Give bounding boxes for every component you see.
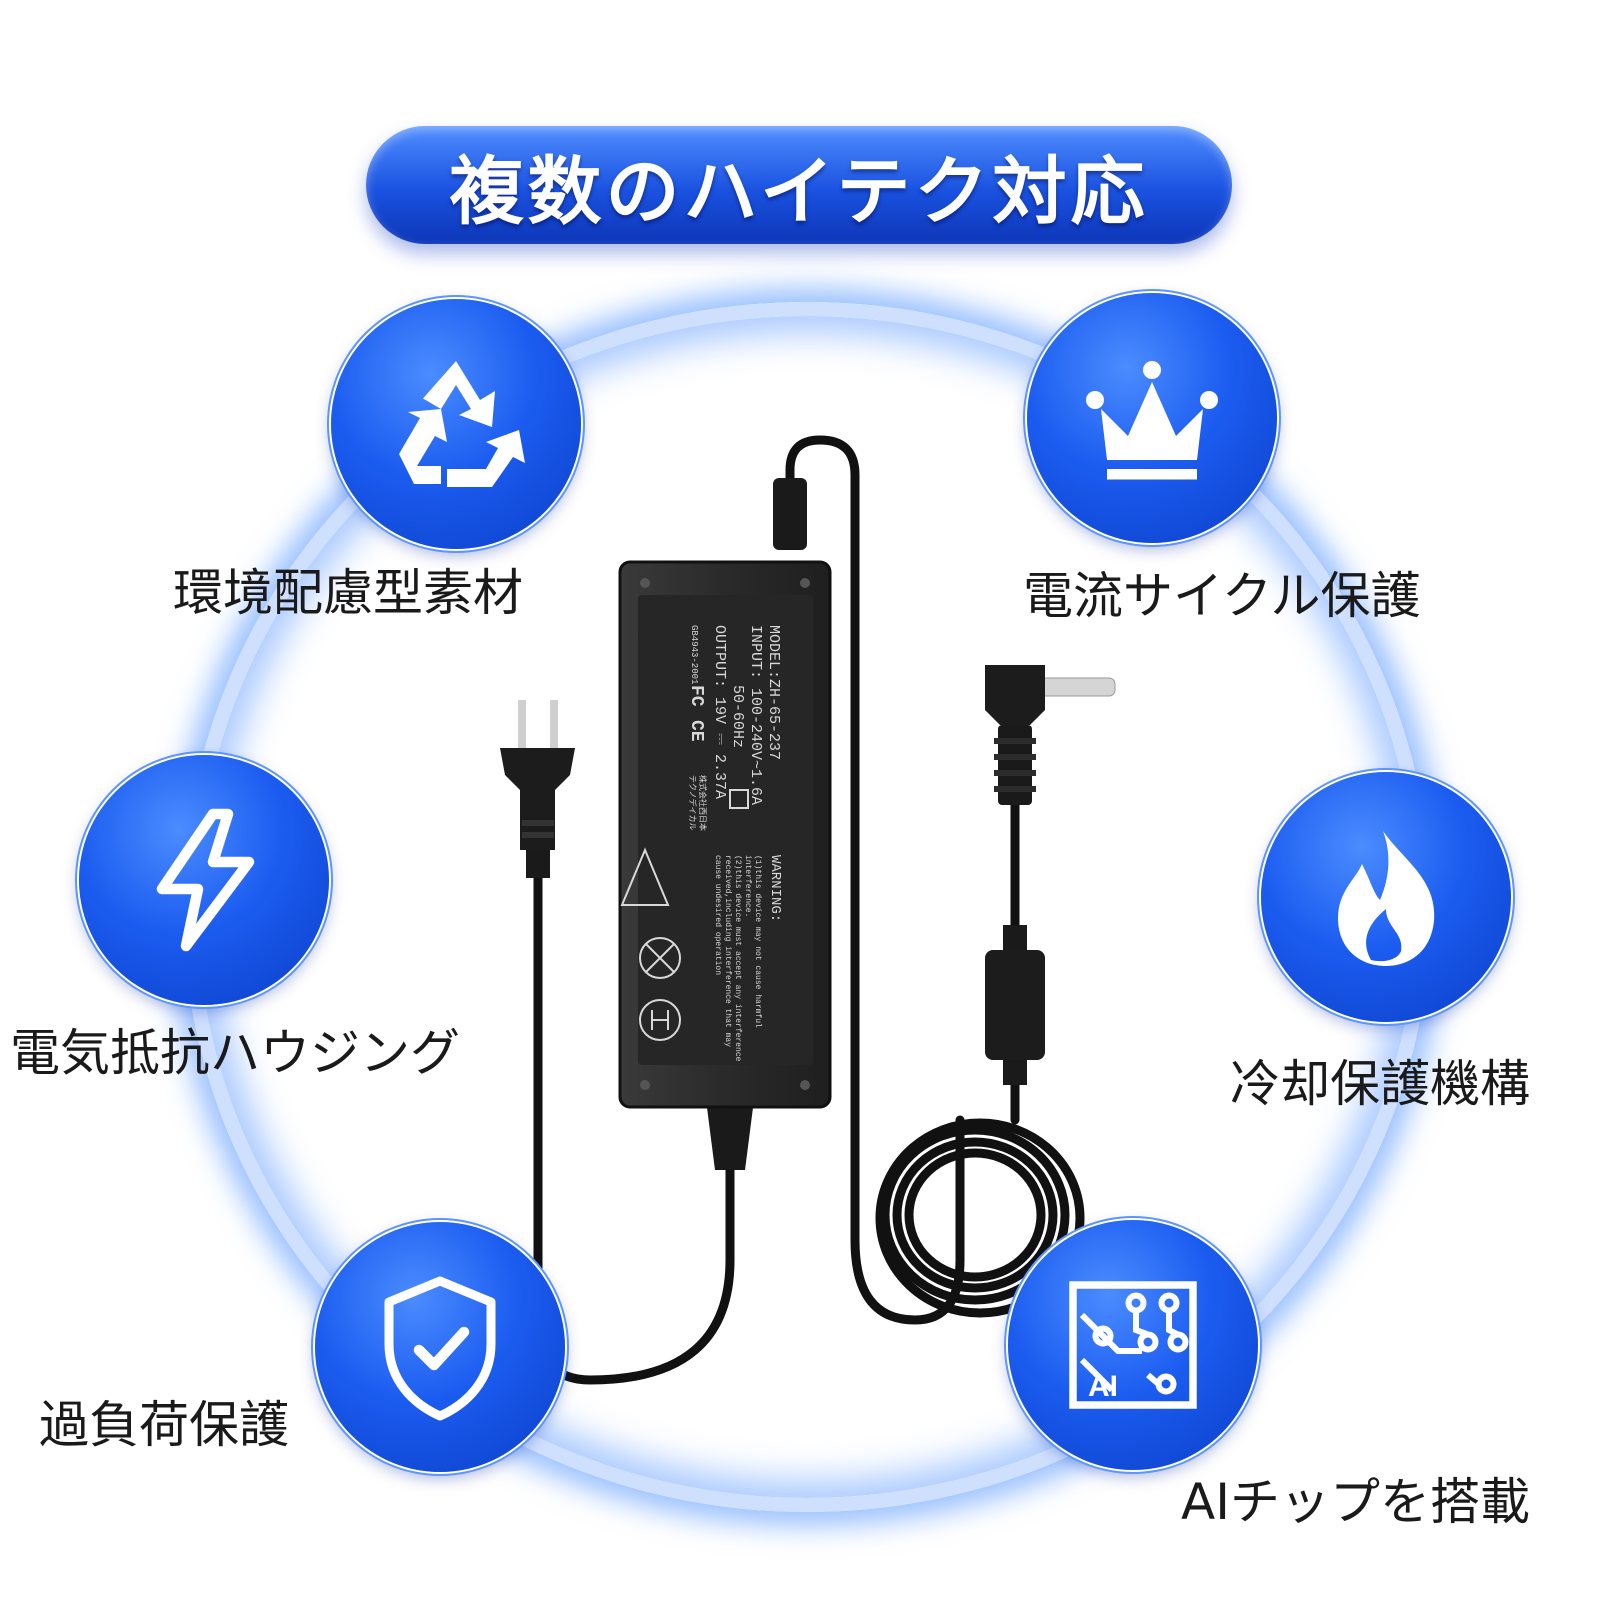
ai-chip-icon: AI [1069, 1281, 1197, 1409]
lightning-icon [156, 808, 255, 952]
label-ce-mark: CE [686, 720, 706, 742]
feature-label-current-cycle-protection: 電流サイクル保護 [1023, 567, 1421, 625]
feature-current-cycle-protection [1027, 293, 1277, 543]
feature-eco-material [331, 299, 581, 549]
feature-resistant-housing [79, 755, 329, 1005]
label-model: MODEL:ZH-65-237 [765, 625, 782, 760]
label-warning-1b: interference. [743, 855, 752, 917]
label-input: INPUT: 100-240V~1.6A [747, 625, 764, 805]
feature-cooling-protection [1261, 772, 1511, 1022]
dc-connector [985, 665, 1116, 1085]
label-warning-2: (2)this device must accept any interfere… [733, 855, 742, 1062]
label-standard: GB4943-2001 [689, 625, 699, 684]
svg-text:AI: AI [1088, 1370, 1118, 1403]
label-output: OUTPUT: 19V ⎓ 2.37A [711, 625, 728, 799]
flame-icon [1338, 831, 1435, 966]
feature-label-ai-chip: AIチップを搭載 [1181, 1473, 1530, 1531]
safety-symbols [620, 789, 749, 1041]
label-fcc-mark: FC [686, 685, 706, 707]
label-maker: 株式会社西日本 [697, 775, 708, 831]
label-maker-2: テクノデイカル [687, 775, 698, 831]
label-warning-2b: received,including interference that may [723, 855, 732, 1047]
wall-plug [500, 700, 575, 878]
title-banner: 複数のハイテク対応 [366, 126, 1232, 244]
label-input-freq: 50-60Hz [729, 685, 746, 748]
shield-check-icon [384, 1276, 496, 1421]
feature-label-eco-material: 環境配慮型素材 [173, 564, 523, 622]
label-warning-2c: cause undesired operation [713, 855, 722, 975]
feature-label-overload-protection: 過負荷保護 [39, 1396, 289, 1454]
feature-overload-protection [315, 1222, 565, 1472]
feature-ai-chip: AI [1008, 1220, 1258, 1470]
crown-icon [1086, 361, 1218, 480]
feature-label-cooling-protection: 冷却保護機構 [1230, 1055, 1530, 1113]
page-title: 複数のハイテク対応 [449, 148, 1149, 235]
recycle-icon [399, 361, 525, 487]
label-warning-1: (1)this device may not cause harmful [753, 855, 762, 1028]
feature-label-resistant-housing: 電気抵抗ハウジング [10, 1024, 460, 1082]
label-warning-title: WARNING: [767, 855, 783, 922]
